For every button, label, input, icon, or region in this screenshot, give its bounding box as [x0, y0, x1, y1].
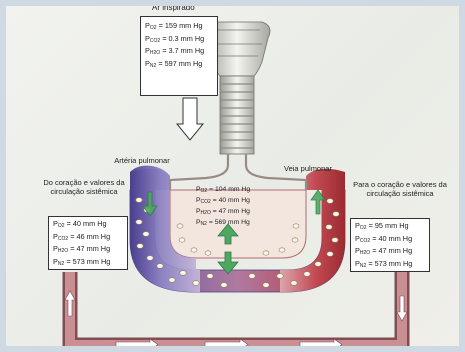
- value-row: PN2 = 573 mm Hg: [355, 259, 425, 272]
- systemic-in-label: Do coração e valores da circulação sistê…: [40, 178, 128, 196]
- value-row: PN2 = 573 mm Hg: [53, 257, 123, 270]
- value-row: PO2 = 40 mm Hg: [53, 219, 123, 232]
- inspired-air-label: Ar inspirado: [152, 3, 195, 12]
- value-row: PO2 = 104 mm Hg: [196, 185, 250, 196]
- value-row: PO2 = 95 mm Hg: [355, 221, 425, 234]
- artery-label: Artéria pulmonar: [112, 156, 172, 165]
- inspired-air-arrow-icon: [177, 98, 203, 140]
- value-row: PCO2 = 40 mm Hg: [355, 234, 425, 247]
- vein-label: Veia pulmonar: [284, 164, 332, 173]
- value-row: PH2O = 3.7 mm Hg: [145, 46, 213, 59]
- value-row: PCO2 = 40 mm Hg: [196, 196, 250, 207]
- value-row: PCO2 = 0.3 mm Hg: [145, 34, 213, 47]
- value-row: PN2 = 569 mm Hg: [196, 218, 250, 229]
- value-row: PCO2 = 46 mm Hg: [53, 232, 123, 245]
- value-row: PH2O = 47 mm Hg: [53, 244, 123, 257]
- value-row: PN2 = 597 mm Hg: [145, 59, 213, 72]
- value-row: PO2 = 159 mm Hg: [145, 21, 213, 34]
- value-row: PH2O = 47 mm Hg: [355, 246, 425, 259]
- systemic-out-box: PO2 = 95 mm Hg PCO2 = 40 mm Hg PH2O = 47…: [350, 218, 430, 272]
- systemic-in-box: PO2 = 40 mm Hg PCO2 = 46 mm Hg PH2O = 47…: [48, 216, 128, 270]
- inspired-air-box: PO2 = 159 mm Hg PCO2 = 0.3 mm Hg PH2O = …: [140, 16, 218, 96]
- value-row: PH2O = 47 mm Hg: [196, 207, 250, 218]
- alveolar-values: PO2 = 104 mm Hg PCO2 = 40 mm Hg PH2O = 4…: [196, 185, 250, 229]
- systemic-out-label: Para o coração e valores da circulação s…: [346, 180, 454, 198]
